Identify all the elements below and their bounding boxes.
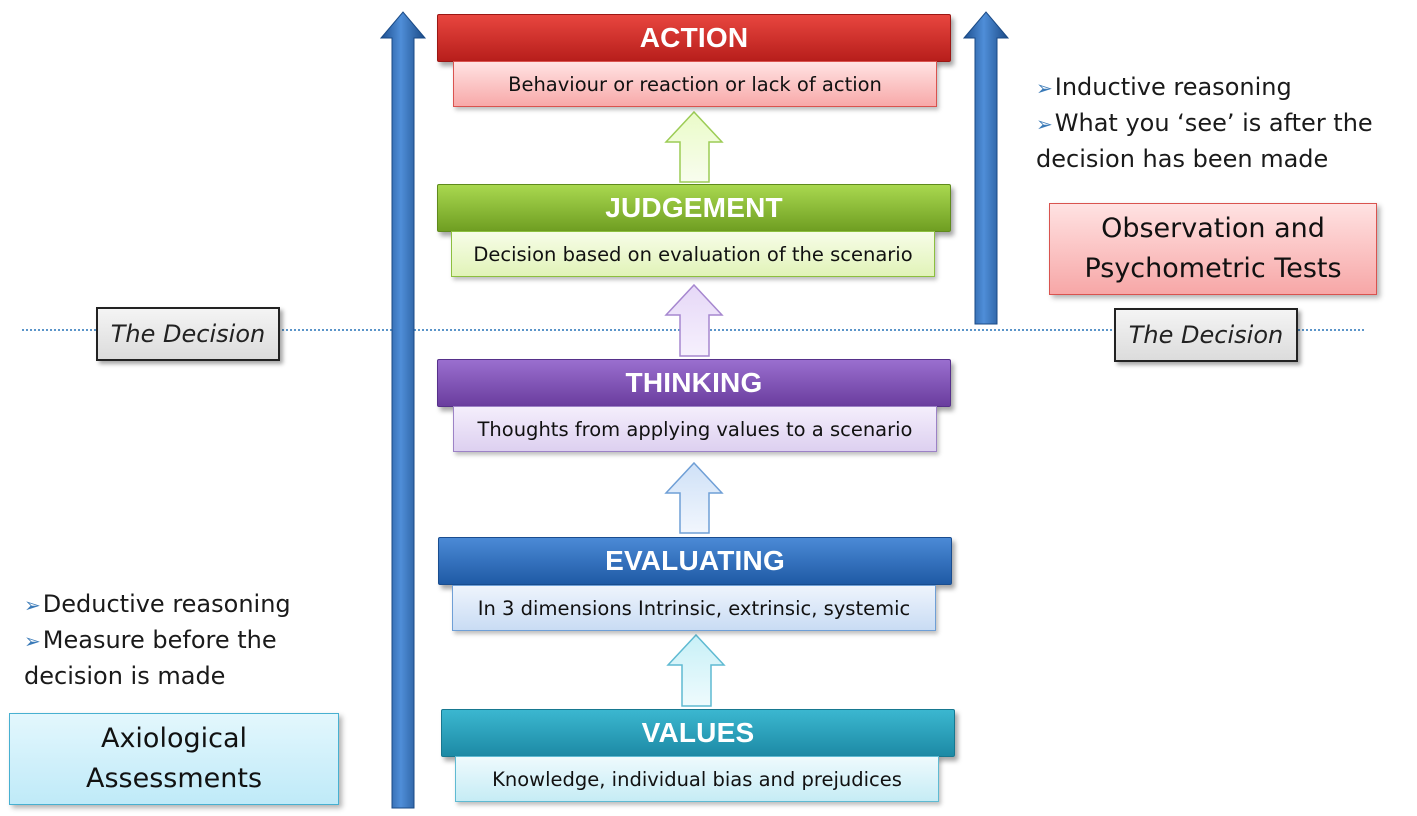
right-assessment-box: Observation and Psychometric Tests: [1049, 203, 1377, 295]
right-note-2-text: What you ‘see’ is after the: [1054, 109, 1373, 137]
stage-desc-evaluating: In 3 dimensions Intrinsic, extrinsic, sy…: [452, 585, 936, 631]
left-note-2: ➢Measure before the: [24, 623, 364, 659]
arrow-thinking-to-judgement: [664, 283, 724, 357]
stage-title-thinking: THINKING: [437, 359, 951, 407]
left-note-1-text: Deductive reasoning: [42, 590, 291, 618]
stage-desc-action: Behaviour or reaction or lack of action: [453, 61, 937, 107]
decision-label-right: The Decision: [1114, 308, 1298, 362]
stage-title-action: ACTION: [437, 14, 951, 62]
bullet-arrow-icon: ➢: [1036, 112, 1053, 136]
stage-desc-judgement: Decision based on evaluation of the scen…: [451, 231, 935, 277]
arrow-judgement-to-action: [664, 110, 724, 183]
decision-label-left: The Decision: [96, 307, 280, 361]
left-assessment-box: Axiological Assessments: [9, 713, 339, 805]
right-tall-arrow: [962, 11, 1010, 325]
arrow-evaluating-to-thinking: [664, 461, 724, 534]
stage-desc-thinking: Thoughts from applying values to a scena…: [453, 406, 937, 452]
left-assessment-line-1: Axiological: [100, 723, 248, 754]
left-note-1: ➢Deductive reasoning: [24, 587, 364, 623]
left-assessment-line-2: Assessments: [85, 763, 263, 794]
left-note-2-continued: decision is made: [24, 662, 226, 690]
right-notes: ➢Inductive reasoning ➢What you ‘see’ is …: [1036, 70, 1396, 177]
bullet-arrow-icon: ➢: [1036, 76, 1053, 100]
arrow-values-to-evaluating: [666, 633, 726, 707]
right-note-1: ➢Inductive reasoning: [1036, 70, 1396, 106]
left-tall-arrow-head: [379, 11, 427, 809]
stage-title-judgement: JUDGEMENT: [437, 184, 951, 232]
right-assessment-line-1: Observation and: [1101, 213, 1325, 244]
stage-desc-values: Knowledge, individual bias and prejudice…: [455, 756, 939, 802]
right-note-2: ➢What you ‘see’ is after the: [1036, 106, 1396, 142]
right-note-1-text: Inductive reasoning: [1054, 73, 1292, 101]
stage-title-values: VALUES: [441, 709, 955, 757]
right-note-2-continued: decision has been made: [1036, 145, 1329, 173]
left-note-2-text: Measure before the: [42, 626, 277, 654]
left-notes: ➢Deductive reasoning ➢Measure before the…: [24, 587, 364, 694]
stage-title-evaluating: EVALUATING: [438, 537, 952, 585]
bullet-arrow-icon: ➢: [24, 593, 41, 617]
bullet-arrow-icon: ➢: [24, 629, 41, 653]
right-assessment-line-2: Psychometric Tests: [1084, 253, 1342, 284]
